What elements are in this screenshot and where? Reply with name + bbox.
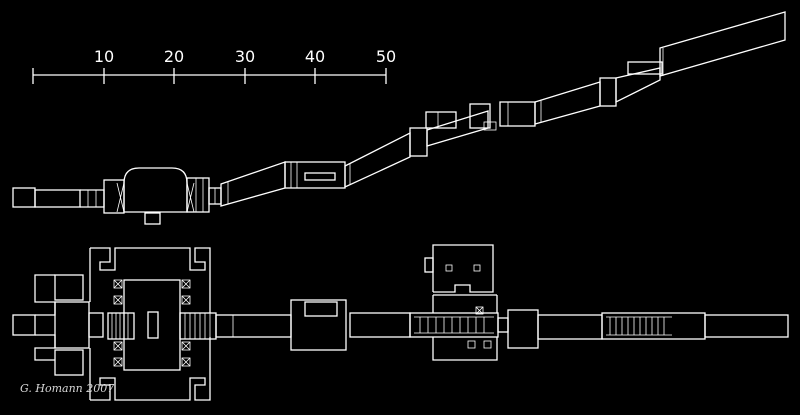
section-vault [123, 167, 188, 213]
section-stair [615, 67, 661, 104]
pillar [113, 341, 123, 351]
plan-entrance-corridor [704, 314, 789, 338]
plan-well-room [290, 299, 347, 351]
plan-side-pillar [473, 264, 481, 272]
section-step [80, 189, 105, 208]
plan-side-room-nw [54, 274, 84, 301]
plan-lower-pillar [467, 340, 476, 349]
pillar-mark [113, 341, 123, 351]
pillar [113, 357, 123, 367]
plan-hall-north-wall [90, 247, 211, 275]
pillar-mark [475, 306, 484, 315]
section-upper-chamber [499, 101, 536, 127]
plan-end-room [12, 314, 36, 336]
plan-antechamber [507, 309, 539, 349]
plan-side-room-sw [54, 349, 84, 376]
scale-label-30: 30 [235, 47, 255, 66]
section-gate-2 [599, 77, 617, 107]
pillar-mark [113, 279, 123, 289]
pillar-mark [181, 357, 191, 367]
plan-stair-west-treads [111, 313, 129, 339]
plan-lower-chamber [432, 337, 498, 361]
section-end-chamber [12, 187, 36, 208]
plan-corridor-1 [215, 314, 292, 338]
plan-lower-pillar [483, 340, 492, 349]
section-sarcophagus-pit [144, 212, 161, 225]
scale-bar: 10 20 30 40 50 [32, 47, 396, 84]
plan-stair-east-treads [184, 313, 211, 339]
section-annex-corridor [34, 189, 81, 208]
plan-burial-chamber [123, 279, 181, 371]
plan-lower-pillar [475, 306, 484, 315]
section-view [12, 11, 786, 225]
section-corridor-2 [344, 131, 411, 189]
section-well-shaft [304, 172, 336, 181]
pillar [113, 279, 123, 289]
plan-ramp-treads [609, 317, 665, 335]
pillar [181, 341, 191, 351]
pillar [181, 279, 191, 289]
section-side-room-1 [425, 111, 457, 129]
section-niche [483, 121, 497, 131]
pillar [181, 357, 191, 367]
plan-inner-annex [54, 301, 90, 349]
scale-label-40: 40 [305, 47, 325, 66]
plan-pillars [113, 279, 191, 367]
pillar-mark [181, 279, 191, 289]
pillar-mark [181, 341, 191, 351]
pillar [181, 295, 191, 305]
pillar-mark [181, 295, 191, 305]
plan-hall-south-wall [90, 375, 211, 401]
plan-gate [497, 317, 509, 333]
pillar-mark [113, 357, 123, 367]
section-well-room [284, 161, 346, 189]
pillar [113, 295, 123, 305]
scale-label-50: 50 [376, 47, 396, 66]
plan-inner-door [88, 312, 104, 338]
scale-label-10: 10 [94, 47, 114, 66]
plan-west-wall-top [34, 274, 56, 316]
plan-corridor-3-ramp-edges [414, 316, 494, 334]
section-entrance-ramp [659, 11, 786, 77]
plan-side-pillar [445, 264, 453, 272]
plan-side-chamber [432, 244, 494, 293]
plan-sarcophagus [147, 311, 159, 339]
section-corridor-4 [534, 81, 601, 125]
plan-well-shaft [304, 301, 338, 317]
section-brace-2 [116, 182, 125, 213]
section-entrance-room [627, 61, 663, 75]
plan-stair-west [107, 312, 135, 340]
plan-corridor-3-treads [419, 317, 485, 333]
scale-label-20: 20 [164, 47, 184, 66]
plan-view [12, 244, 789, 401]
plan-corridor-4 [537, 314, 603, 340]
plan-west-wall-bottom [34, 334, 56, 361]
plan-side-chamber-door [424, 257, 434, 273]
plan-ramp-edges [606, 316, 672, 336]
section-brace-4 [186, 182, 195, 213]
section-gate-1 [409, 127, 428, 157]
section-side-room-2 [469, 103, 491, 129]
pillar-mark [113, 295, 123, 305]
plan-corridor-2 [349, 312, 411, 338]
author-credit: G. Homann 2007 [20, 382, 114, 395]
section-corridor-1 [220, 161, 286, 207]
